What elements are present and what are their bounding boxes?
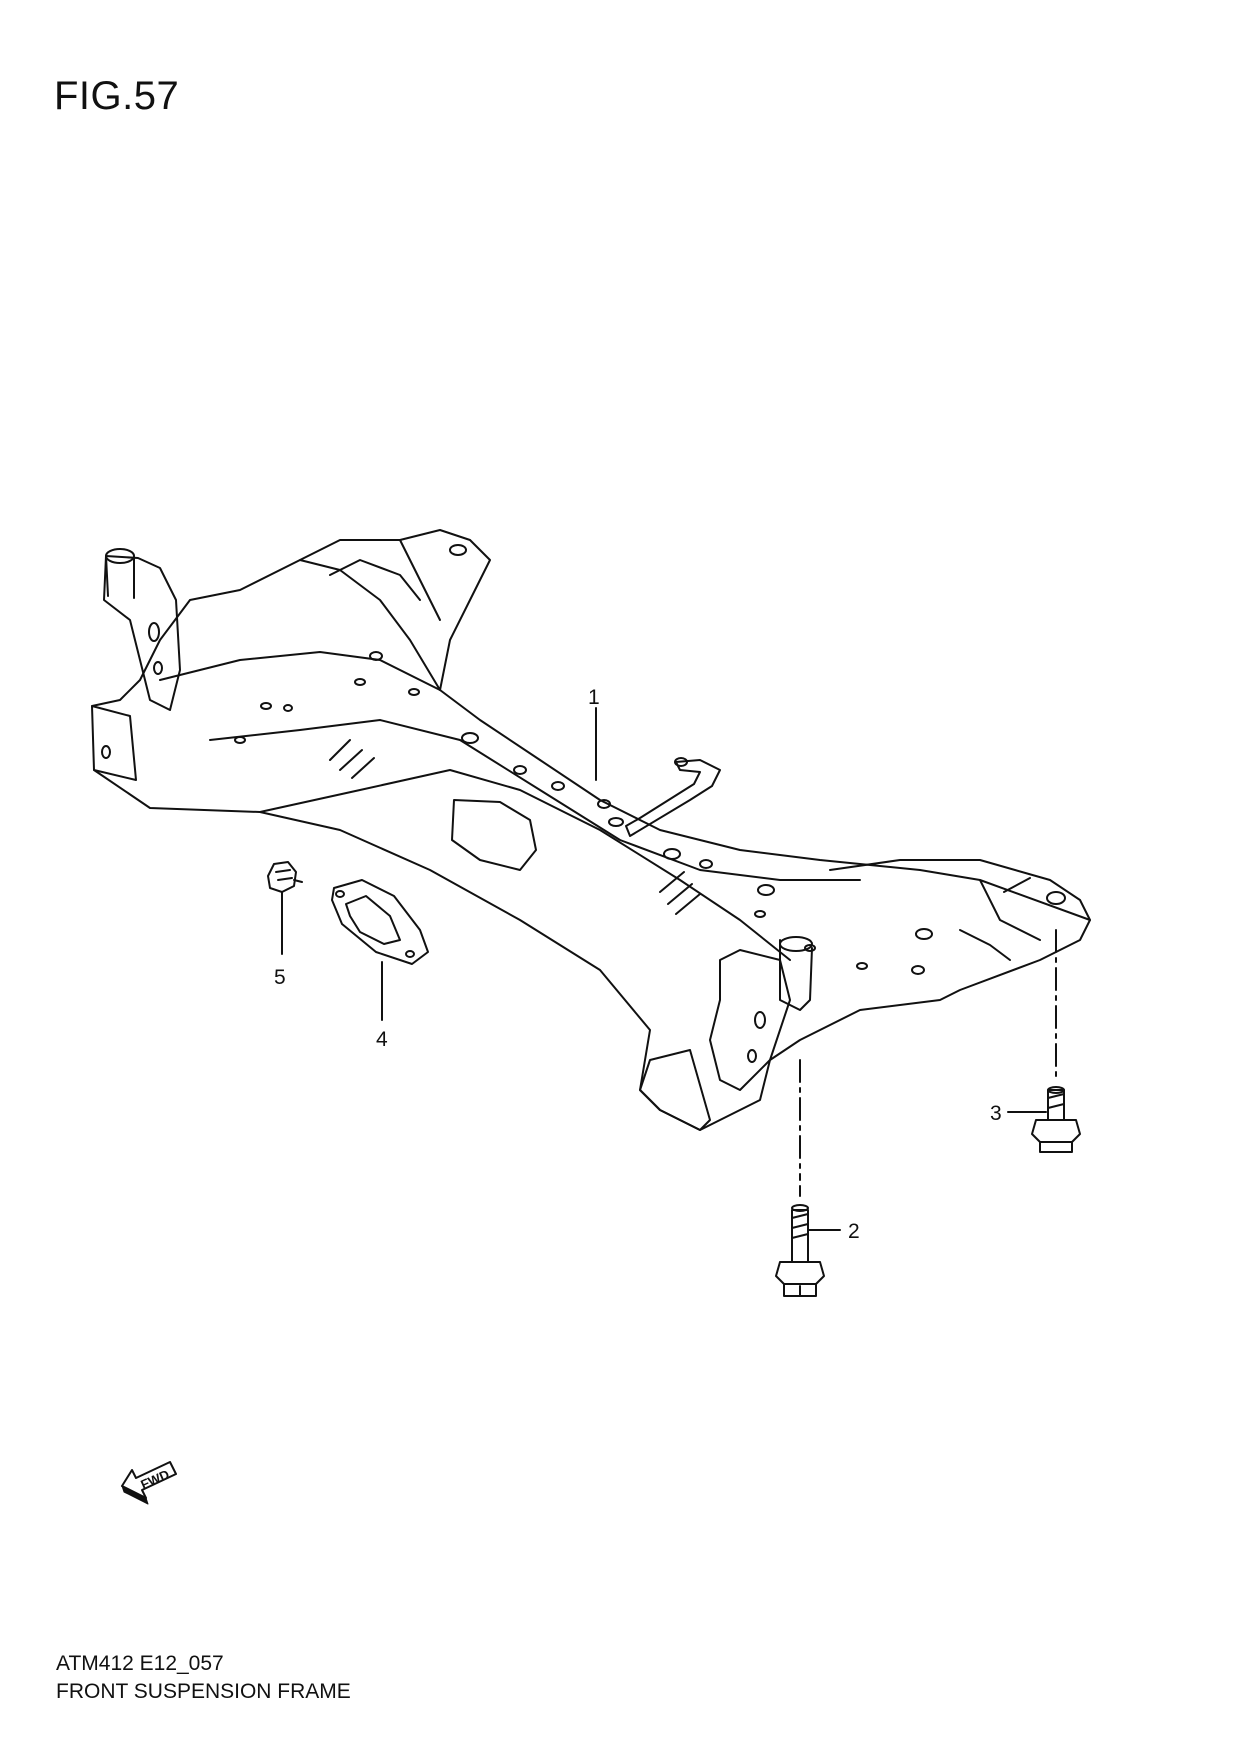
callout-1: 1 (588, 686, 600, 709)
bolt-part-3[interactable] (1031, 1086, 1081, 1153)
diagram-code: ATM412 E12_057 (56, 1652, 224, 1675)
diagram-name: FRONT SUSPENSION FRAME (56, 1680, 351, 1703)
figure-title: FIG.57 (54, 74, 180, 118)
clip-part-5[interactable] (267, 861, 303, 893)
callout-2: 2 (848, 1220, 860, 1243)
callout-4: 4 (376, 1028, 388, 1051)
suspension-frame-part-1[interactable] (91, 529, 1091, 1131)
bolt-part-2[interactable] (775, 1185, 825, 1297)
callout-3: 3 (990, 1102, 1002, 1125)
callout-5: 5 (274, 966, 286, 989)
cover-plate-part-4[interactable] (331, 879, 429, 965)
fwd-arrow-icon: FWD (121, 1461, 177, 1505)
fwd-arrow-label: FWD (138, 1467, 171, 1493)
